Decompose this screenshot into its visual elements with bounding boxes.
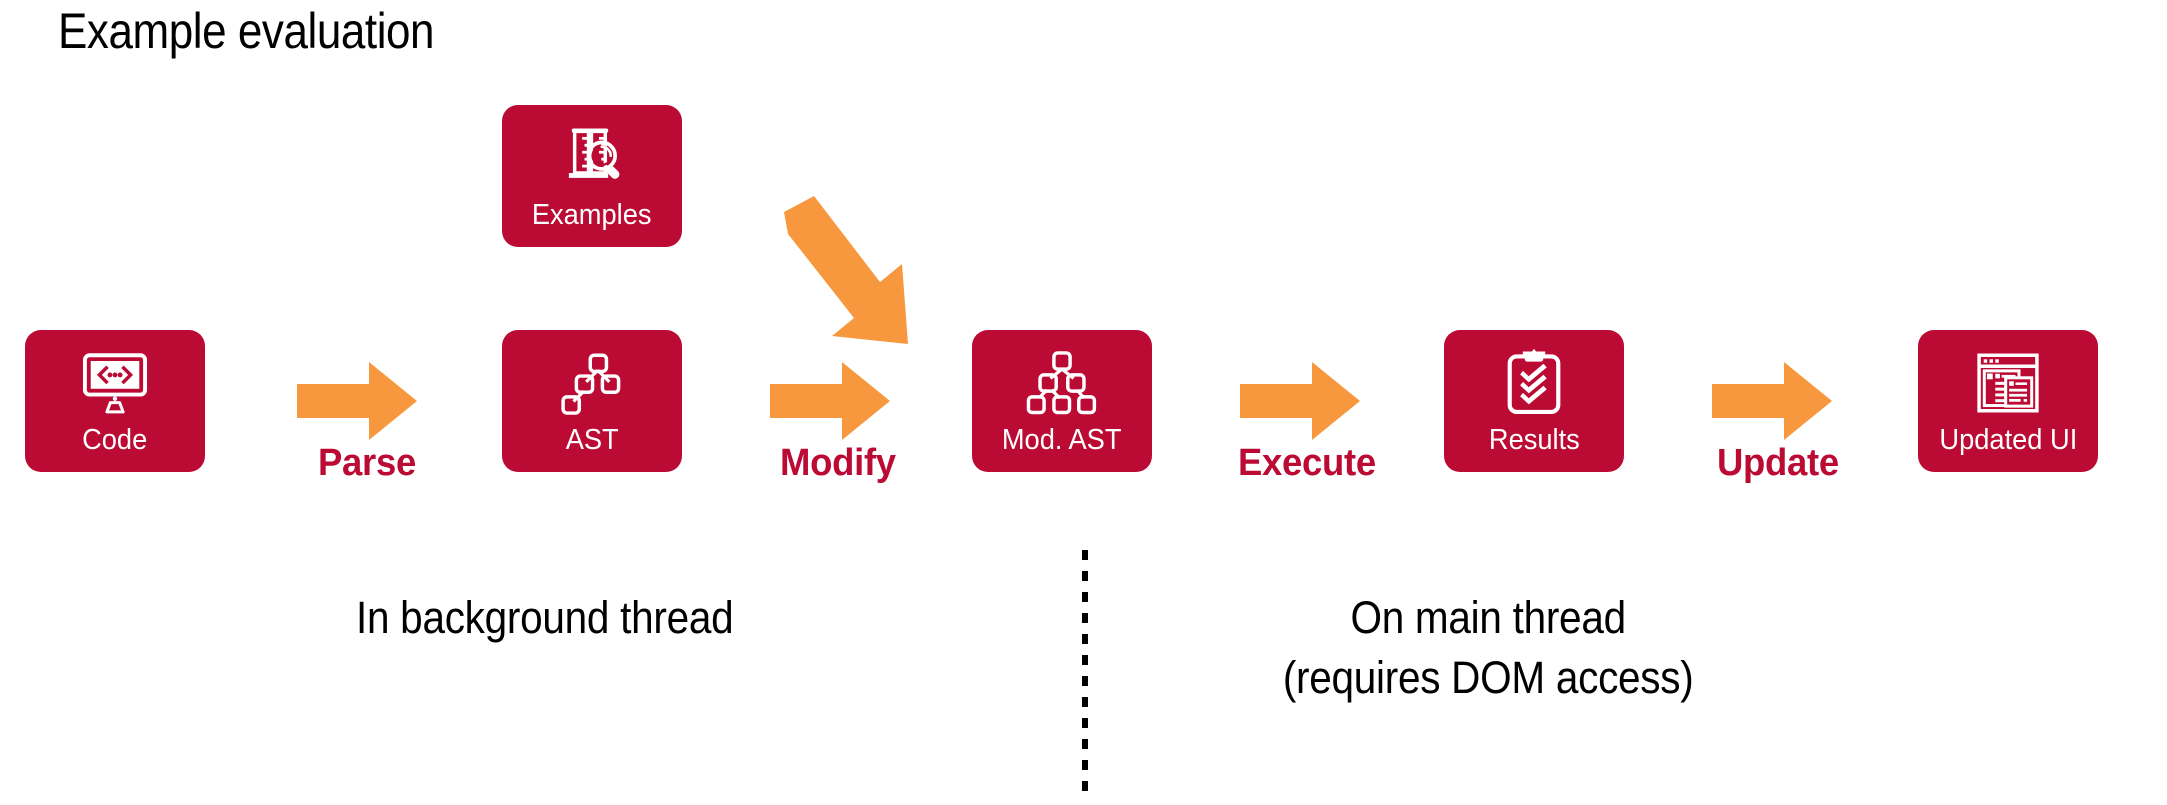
caption-main-thread-line1: On main thread <box>1350 592 1626 643</box>
node-label-examples: Examples <box>532 199 652 231</box>
tree-small-icon <box>555 346 629 420</box>
caption-background-thread-line: In background thread <box>355 592 734 643</box>
node-box-code[interactable]: Code <box>25 330 205 472</box>
arrow-modify-icon <box>770 358 890 444</box>
step-label-update: Update <box>1717 442 1839 484</box>
arrow-execute-icon <box>1240 358 1360 444</box>
node-box-examples[interactable]: Examples <box>502 105 682 247</box>
node-label-results: Results <box>1488 424 1580 456</box>
monitor-code-icon <box>78 346 152 420</box>
browser-window-icon <box>1971 346 2045 420</box>
caption-main-thread-line2: (requires DOM access) <box>1282 651 1694 703</box>
test-tubes-magnifier-icon <box>555 121 629 195</box>
node-box-mod-ast[interactable]: Mod. AST <box>972 330 1152 472</box>
thread-divider <box>1082 550 1088 795</box>
arrow-parse-icon <box>297 358 417 444</box>
tree-full-icon <box>1025 346 1099 420</box>
caption-background-thread: In background thread <box>355 588 734 648</box>
node-label-ast: AST <box>565 424 619 456</box>
clipboard-checklist-icon <box>1497 346 1571 420</box>
caption-main-thread: On main thread (requires DOM access) <box>1283 588 1694 708</box>
node-label-code: Code <box>82 424 148 456</box>
step-label-modify: Modify <box>780 442 896 484</box>
arrow-examples-to-mod-ast-icon <box>768 196 938 344</box>
node-label-updated-ui: Updated UI <box>1939 424 2077 456</box>
node-box-ast[interactable]: AST <box>502 330 682 472</box>
step-label-parse: Parse <box>318 442 416 484</box>
step-label-execute: Execute <box>1238 442 1376 484</box>
page-title: Example evaluation <box>58 3 435 59</box>
node-box-updated-ui[interactable]: Updated UI <box>1918 330 2098 472</box>
node-box-results[interactable]: Results <box>1444 330 1624 472</box>
node-label-mod-ast: Mod. AST <box>1002 424 1122 456</box>
arrow-update-icon <box>1712 358 1832 444</box>
